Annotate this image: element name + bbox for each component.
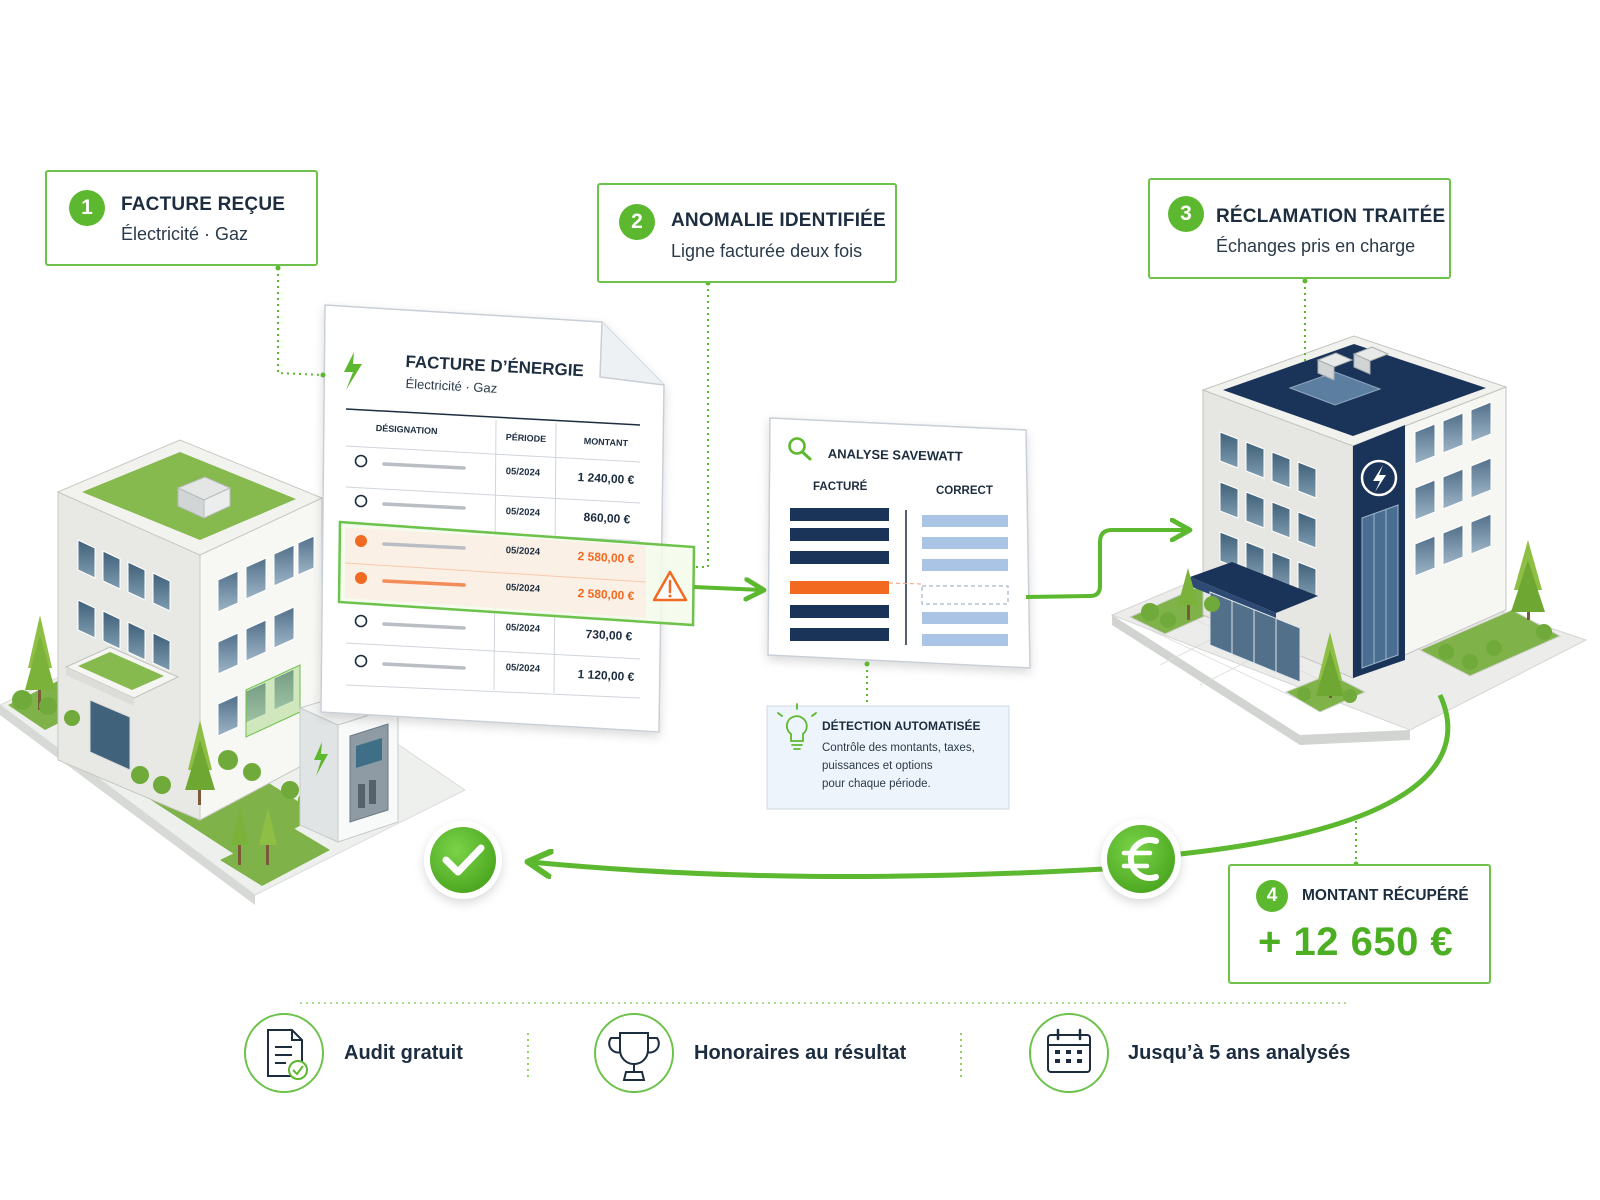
tree-icon: [1178, 568, 1198, 620]
invoice-row-amount-duplicate: 2 580,00 €: [577, 549, 635, 566]
document-check-icon: [244, 1013, 324, 1093]
invoice-row-period: 05/2024: [505, 662, 541, 675]
euro-icon: [1101, 819, 1181, 899]
invoice-row-period: 05/2024: [505, 506, 541, 519]
step-2-title: ANOMALIE IDENTIFIÉE: [671, 210, 886, 231]
tree-icon: [185, 720, 215, 805]
right-building: [1110, 335, 1588, 745]
invoice-row-amount: 1 120,00 €: [577, 667, 635, 684]
tree-icon: [25, 615, 55, 710]
step-3-number: 3: [1168, 196, 1204, 232]
invoice-row-amount: 860,00 €: [583, 510, 631, 527]
tree-icon: [1511, 540, 1545, 620]
analysis-title: ANALYSE SAVEWATT: [827, 446, 963, 464]
step-1-subtitle: Électricité · Gaz: [121, 224, 249, 244]
duplicate-lines-highlight: [337, 520, 696, 627]
tree-icon: [231, 808, 249, 865]
detection-text-line: Contrôle des montants, taxes,: [822, 742, 975, 754]
analysis-col-billed: FACTURÉ: [813, 481, 868, 493]
step-1-number: 1: [69, 190, 105, 226]
step-1-title: FACTURE REÇUE: [121, 194, 286, 215]
search-icon: [788, 437, 812, 461]
step-2-subtitle: Ligne facturée deux fois: [671, 241, 863, 261]
step-3-title: RÉCLAMATION TRAITÉE: [1216, 206, 1446, 227]
invoice-row-period: 05/2024: [505, 582, 541, 595]
lightning-icon: [314, 742, 328, 776]
invoice-row-period: 05/2024: [505, 466, 541, 479]
invoice-row-period: 05/2024: [505, 622, 541, 635]
recovered-amount-card: 4 MONTANT RÉCUPÉRÉ + 12 650 €: [1228, 864, 1491, 984]
step-2-number: 2: [619, 204, 655, 240]
step-3-callout: 3 RÉCLAMATION TRAITÉE Échanges pris en c…: [1148, 178, 1451, 279]
lightning-icon: [344, 352, 362, 390]
invoice-row-amount: 1 240,00 €: [577, 470, 635, 487]
tree-icon: [1316, 632, 1344, 698]
lightbulb-icon: [777, 703, 817, 750]
invoice-col-period: PÉRIODE: [505, 432, 547, 445]
left-building: [0, 439, 466, 905]
analysis-bars: [788, 437, 1009, 646]
success-check-icon: [424, 821, 502, 899]
feature-free-audit: Audit gratuit: [344, 1042, 463, 1064]
detection-text-line: puissances et options: [822, 760, 933, 772]
recovered-amount-value: + 12 650 €: [1258, 920, 1454, 964]
detection-title: DÉTECTION AUTOMATISÉE: [822, 719, 981, 733]
step-4-number: 4: [1256, 880, 1288, 912]
detection-text-line: pour chaque période.: [822, 778, 931, 790]
trophy-icon: [594, 1013, 674, 1093]
invoice-row-amount: 730,00 €: [585, 627, 633, 644]
step-1-callout: 1 FACTURE REÇUE Électricité · Gaz: [45, 170, 318, 266]
lightning-logo-icon: [1360, 459, 1398, 497]
energy-meter-cabinet: [298, 689, 400, 843]
invoice-row-amount-duplicate: 2 580,00 €: [577, 586, 635, 603]
step-3-subtitle: Échanges pris en charge: [1216, 236, 1416, 256]
calendar-icon: [1029, 1013, 1109, 1093]
invoice-row-period: 05/2024: [505, 545, 541, 558]
tree-icon: [259, 808, 277, 865]
recovered-amount-title: MONTANT RÉCUPÉRÉ: [1302, 887, 1469, 904]
connectors: [275, 265, 1451, 1077]
warning-icon: [652, 570, 688, 602]
feature-years-analyzed: Jusqu’à 5 ans analysés: [1128, 1042, 1351, 1064]
detection-box: [766, 703, 1010, 810]
feature-success-fees: Honoraires au résultat: [694, 1042, 907, 1064]
analysis-col-correct: CORRECT: [936, 485, 993, 497]
step-2-callout: 2 ANOMALIE IDENTIFIÉE Ligne facturée deu…: [597, 183, 897, 283]
